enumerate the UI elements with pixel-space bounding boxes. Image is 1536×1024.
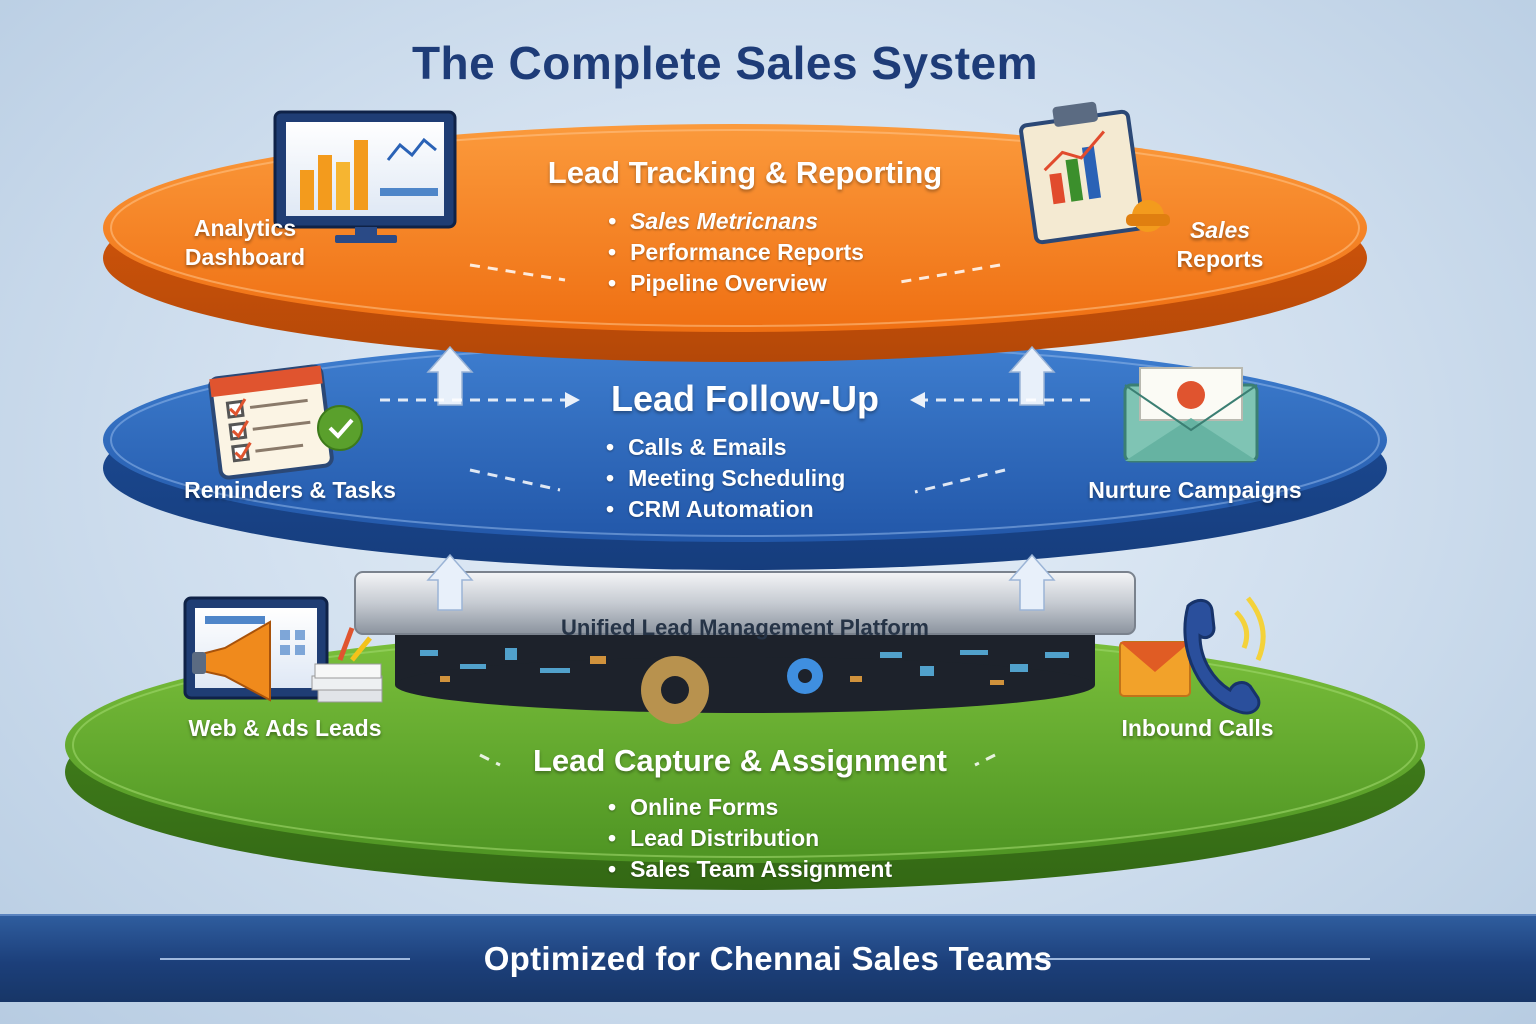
bullet-item: Performance Reports bbox=[608, 237, 864, 268]
phone-envelope-icon bbox=[1119, 596, 1266, 715]
layer-title-tracking: Lead Tracking & Reporting bbox=[547, 155, 943, 190]
banner-divider bbox=[1030, 958, 1370, 960]
sales-reports-label: Sales Reports bbox=[1160, 216, 1280, 274]
arrow-up-icon bbox=[1008, 553, 1056, 611]
envelope-heart-icon bbox=[1123, 367, 1259, 463]
flow-arrows bbox=[380, 263, 1090, 767]
platform-label: Unified Lead Management Platform bbox=[561, 615, 929, 640]
platform-core bbox=[354, 571, 1136, 724]
footer-banner: Optimized for Chennai Sales Teams bbox=[0, 914, 1536, 1002]
label-line: Inbound Calls bbox=[1121, 715, 1274, 741]
bullet-item: Lead Distribution bbox=[608, 823, 892, 854]
label-line: Dashboard bbox=[184, 244, 306, 270]
follow-up-bullet-list: Calls & Emails Meeting Scheduling CRM Au… bbox=[606, 432, 845, 525]
checklist-calendar-icon bbox=[208, 364, 363, 480]
arrow-left-icon bbox=[910, 392, 925, 408]
up-arrows bbox=[426, 345, 1056, 611]
clipboard-report-icon bbox=[1019, 101, 1170, 245]
inbound-calls-label: Inbound Calls bbox=[1100, 714, 1295, 743]
label-line: Nurture Campaigns bbox=[1088, 477, 1302, 503]
banner-divider bbox=[160, 958, 410, 960]
label-line: Reminders & Tasks bbox=[184, 477, 396, 503]
label-line: Analytics bbox=[193, 215, 297, 241]
web-ads-leads-label: Web & Ads Leads bbox=[170, 714, 400, 743]
layer-title-follow-up: Lead Follow-Up bbox=[611, 378, 879, 419]
label-line: Reports bbox=[1176, 246, 1264, 272]
megaphone-monitor-icon bbox=[183, 596, 383, 703]
page-title: The Complete Sales System bbox=[411, 37, 1039, 89]
label-line: Web & Ads Leads bbox=[188, 715, 382, 741]
bullet-item: Pipeline Overview bbox=[608, 268, 864, 299]
bullet-item: Calls & Emails bbox=[606, 432, 845, 463]
bullet-item: Sales Metricnans bbox=[608, 206, 864, 237]
phone-icon bbox=[1183, 599, 1261, 715]
layer-title-capture: Lead Capture & Assignment bbox=[533, 743, 947, 778]
nurture-campaigns-label: Nurture Campaigns bbox=[1070, 476, 1320, 505]
bullet-item: Sales Team Assignment bbox=[608, 854, 892, 885]
capture-bullet-list: Online Forms Lead Distribution Sales Tea… bbox=[608, 792, 892, 885]
footer-text: Optimized for Chennai Sales Teams bbox=[483, 940, 1053, 977]
reminders-tasks-label: Reminders & Tasks bbox=[170, 476, 410, 505]
bullet-item: CRM Automation bbox=[606, 494, 845, 525]
bullet-item: Online Forms bbox=[608, 792, 892, 823]
arrow-up-icon bbox=[426, 553, 474, 611]
monitor-chart-icon bbox=[273, 110, 457, 243]
tracking-bullet-list: Sales Metricnans Performance Reports Pip… bbox=[608, 206, 864, 299]
check-badge-icon bbox=[317, 405, 363, 451]
bullet-item: Meeting Scheduling bbox=[606, 463, 845, 494]
analytics-dashboard-label: Analytics Dashboard bbox=[160, 214, 330, 272]
label-line: Sales bbox=[1189, 217, 1251, 243]
arrow-right-icon bbox=[565, 392, 580, 408]
